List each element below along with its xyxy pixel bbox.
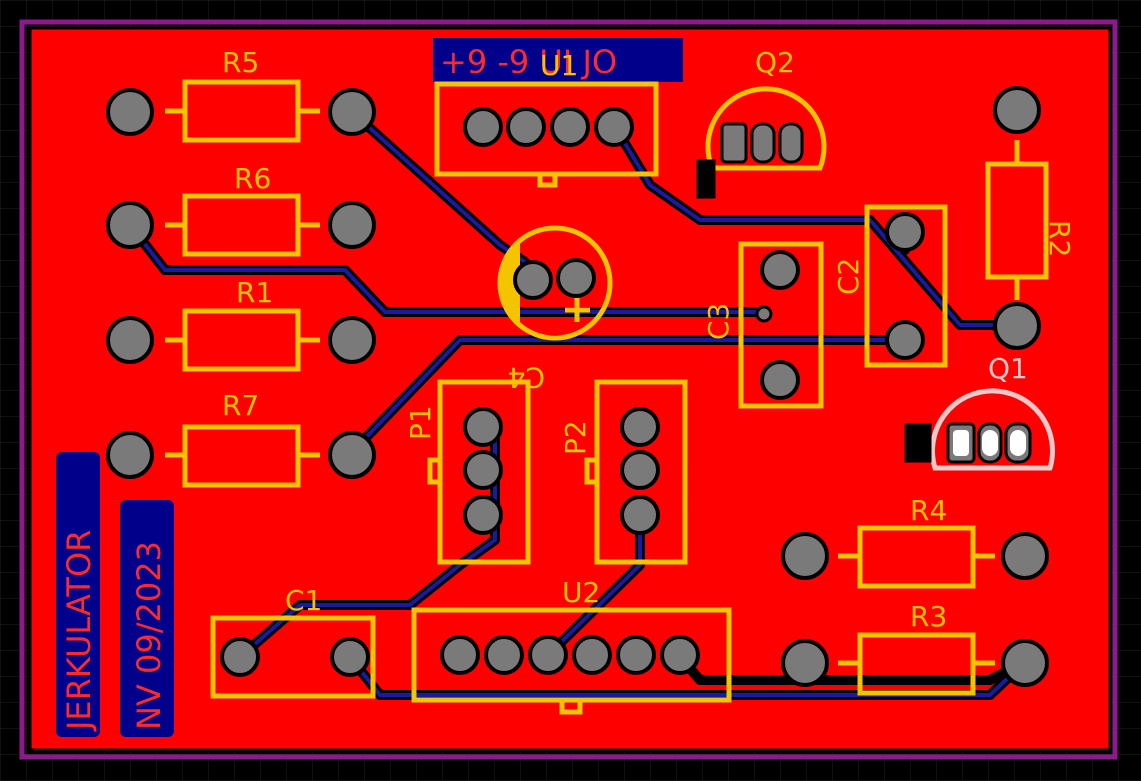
author-date-box [120, 500, 174, 737]
resistor-r7[interactable]: R7 [106, 389, 376, 488]
resistor-r4[interactable]: R4 [781, 494, 1049, 589]
transistor-q2[interactable]: Q2 [696, 46, 827, 199]
capacitor-c1[interactable]: C1 [210, 584, 376, 699]
connector-u2[interactable]: U2 [411, 576, 732, 715]
capacitor-c3[interactable]: C3 [702, 241, 824, 409]
q2-label: Q2 [755, 46, 795, 79]
p2-label: P2 [559, 420, 592, 455]
p1-label: P1 [404, 405, 437, 440]
resistor-r6[interactable]: R6 [106, 162, 376, 257]
c3-label: C3 [702, 303, 735, 340]
c2-label: C2 [832, 258, 865, 295]
transistor-q1[interactable]: Q1 [904, 352, 1055, 471]
r5-label: R5 [222, 46, 259, 79]
resistor-r3[interactable]: R3 [781, 600, 1049, 696]
capacitor-c2[interactable]: C2 [832, 204, 948, 368]
connector-pin-label: +9 -9 UI JO [440, 43, 617, 81]
capacitor-c4[interactable]: C4 [497, 225, 613, 394]
board-outline [19, 19, 1118, 760]
connector-u1[interactable]: U1 [434, 49, 659, 188]
r2-label: R2 [1043, 220, 1076, 257]
u1-label: U1 [540, 49, 578, 82]
c1-label: C1 [285, 584, 322, 617]
connector-p1[interactable]: P1 [404, 379, 531, 565]
resistor-r1[interactable]: R1 [106, 276, 376, 372]
resistor-r2[interactable]: R2 [985, 86, 1076, 350]
q1-label: Q1 [988, 352, 1028, 385]
r1-label: R1 [236, 276, 273, 309]
r3-label: R3 [910, 600, 947, 633]
connector-label-box [433, 38, 683, 82]
r7-label: R7 [222, 389, 259, 422]
project-name-label: JERKULATOR [60, 530, 98, 732]
r6-label: R6 [234, 162, 271, 195]
connector-p2[interactable]: P2 [559, 379, 688, 565]
project-name-box [56, 452, 100, 737]
author-date-label: NV 09/2023 [130, 541, 168, 730]
r4-label: R4 [910, 494, 947, 527]
resistor-r5[interactable]: R5 [106, 46, 376, 143]
u2-label: U2 [562, 576, 600, 609]
